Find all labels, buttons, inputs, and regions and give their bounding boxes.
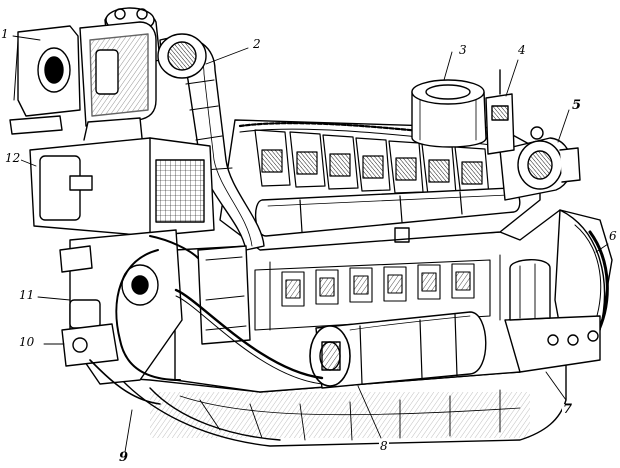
intake-housing — [9, 25, 81, 135]
callout-10: 10 — [18, 335, 36, 349]
callout-3: 3 — [458, 43, 468, 57]
callout-5: 5 — [571, 98, 583, 113]
governor — [485, 69, 515, 155]
callout-8: 8 — [379, 439, 389, 453]
callout-11: 11 — [18, 288, 36, 302]
air-cleaner — [411, 79, 487, 148]
starter-motor — [499, 126, 581, 201]
engine-block — [174, 209, 613, 393]
callout-6: 6 — [608, 229, 618, 243]
callout-4: 4 — [517, 43, 527, 57]
right-filter-housing — [509, 259, 551, 321]
oil-sump — [119, 359, 567, 447]
intercooler — [29, 117, 215, 237]
charge-air-pipe — [157, 33, 265, 251]
callout-12: 12 — [4, 151, 22, 165]
callout-leaders — [12, 35, 609, 453]
inspection-covers — [254, 259, 491, 331]
callout-9: 9 — [118, 450, 130, 465]
callout-2: 2 — [252, 37, 262, 51]
oil-filter — [309, 311, 487, 389]
turbocharger — [79, 7, 161, 127]
front-accessories — [59, 229, 183, 405]
water-cooler — [149, 235, 324, 385]
callout-7: 7 — [562, 402, 574, 417]
callout-1: 1 — [0, 27, 10, 41]
